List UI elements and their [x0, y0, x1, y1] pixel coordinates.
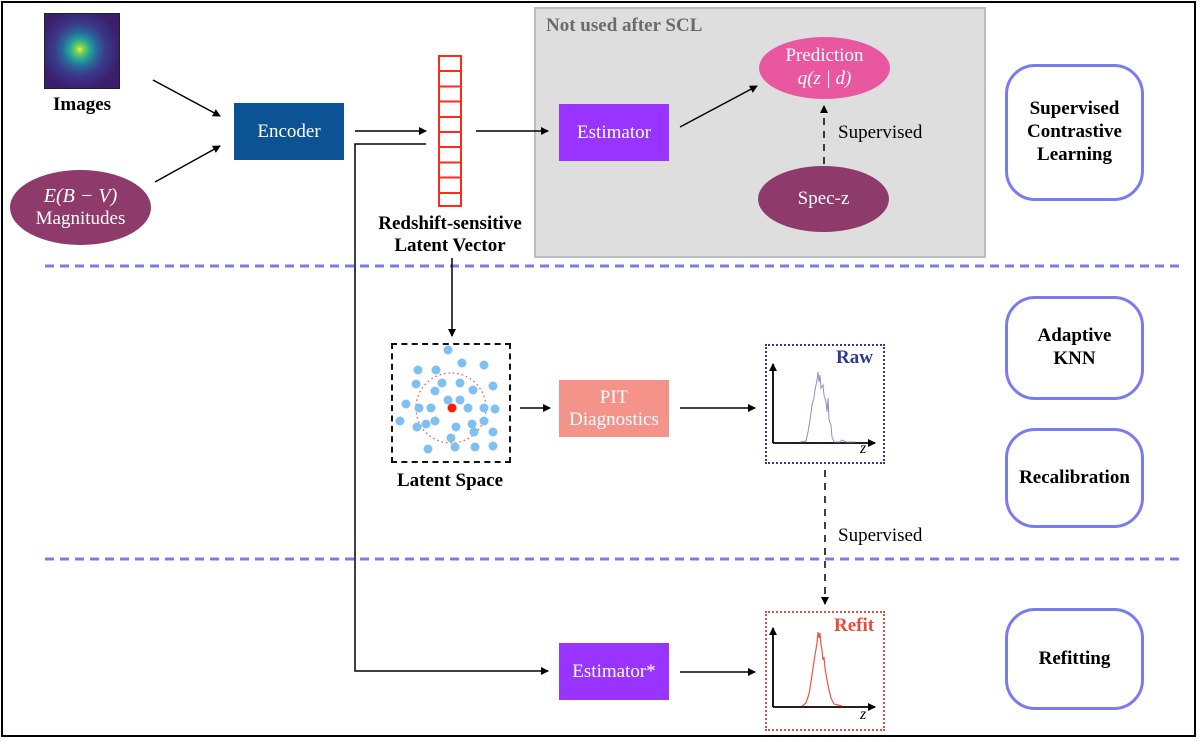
latent-point [446, 433, 456, 443]
latent-point [479, 360, 489, 370]
latent-point [467, 419, 477, 429]
latent-point [490, 404, 500, 414]
pit-line1: PIT [599, 386, 629, 408]
arrow-ebv-encoder [154, 145, 221, 183]
prediction-formula: q(z | d) [797, 68, 852, 89]
stage-label-line: Recalibration [1019, 466, 1130, 488]
images-label: Images [52, 94, 112, 115]
latent-point [437, 378, 447, 388]
scl-region-title: Not used after SCL [546, 15, 703, 36]
latent-point [488, 441, 498, 451]
refit-label: Refit [834, 615, 875, 636]
specz-ellipse: Spec-z [758, 166, 889, 232]
stage-label-line: Refitting [1038, 647, 1111, 669]
latent-point [412, 422, 422, 432]
latent-vector-label: Redshift-sensitive Latent Vector [360, 213, 540, 257]
latent-vector-label-line1: Redshift-sensitive [378, 213, 522, 234]
scl-supervised-label: Supervised [838, 122, 923, 143]
stage-label-line: Adaptive [1037, 325, 1112, 347]
latent-point [421, 419, 431, 429]
latent-space-box [391, 343, 511, 463]
stage-label-line: Learning [1037, 143, 1112, 165]
prediction-ellipse: Prediction q(z | d) [759, 37, 890, 99]
recalibration-supervised-label: Supervised [838, 525, 923, 546]
latent-point [443, 395, 453, 405]
galaxy-image [44, 13, 120, 89]
latent-point [431, 365, 441, 375]
latent-point [423, 444, 433, 454]
latent-point [414, 403, 424, 413]
arrow-estimator-prediction [679, 85, 758, 128]
raw-axis-label: z [860, 440, 867, 457]
latent-vector-label-line2: Latent Vector [394, 234, 506, 256]
latent-point [463, 403, 473, 413]
latent-space-label: Latent Space [396, 470, 504, 491]
latent-point [395, 416, 405, 426]
query-point [447, 403, 457, 413]
latent-point [479, 416, 489, 426]
stage-adaptive-knn: Adaptive KNN [1005, 296, 1144, 400]
latent-point [488, 381, 498, 391]
raw-pdf-curve [799, 371, 855, 443]
raw-plot-box [765, 344, 885, 464]
refit-axis-label: z [860, 706, 867, 723]
latent-point [426, 403, 436, 413]
latent-point [430, 416, 440, 426]
refit-pdf-curve [801, 631, 843, 707]
stage-refitting: Refitting [1005, 608, 1144, 710]
latent-point [450, 442, 460, 452]
stage-label-line: KNN [1053, 348, 1096, 369]
stage-supervised-contrastive-learning: Supervised Contrastive Learning [1005, 64, 1144, 201]
latent-point [468, 385, 478, 395]
stage-label-line: Contrastive [1027, 121, 1122, 143]
specz-label: Spec-z [797, 187, 850, 209]
arrow-images-encoder [152, 79, 221, 117]
latent-point [455, 378, 465, 388]
refit-plot-box [765, 611, 885, 731]
latent-point [413, 365, 423, 375]
stage-recalibration: Recalibration [1005, 428, 1144, 528]
latent-point [455, 395, 465, 405]
encoder-box: Encoder [234, 103, 344, 160]
ebv-label: E(B − V) [43, 185, 118, 208]
estimator-box: Estimator [559, 104, 669, 161]
latent-point [488, 427, 498, 437]
raw-label: Raw [836, 347, 873, 368]
latent-point [443, 345, 453, 355]
magnitudes-label: Magnitudes [35, 208, 126, 230]
pit-line2: Diagnostics [569, 408, 659, 430]
latent-point [401, 399, 411, 409]
stage-label-line: Supervised [1029, 98, 1120, 120]
latent-point [457, 358, 467, 368]
prediction-label: Prediction [785, 45, 864, 67]
latent-vector [438, 55, 462, 207]
latent-point [411, 379, 421, 389]
ebv-magnitudes-ellipse: E(B − V) Magnitudes [10, 170, 151, 245]
branch-line-to-estimator-star [354, 143, 549, 675]
latent-point [479, 403, 489, 413]
pit-diagnostics-box: PIT Diagnostics [559, 380, 669, 437]
latent-point [430, 386, 440, 396]
latent-point [470, 442, 480, 452]
estimator-star-box: Estimator* [559, 643, 669, 700]
latent-point [469, 427, 479, 437]
latent-point [451, 422, 461, 432]
